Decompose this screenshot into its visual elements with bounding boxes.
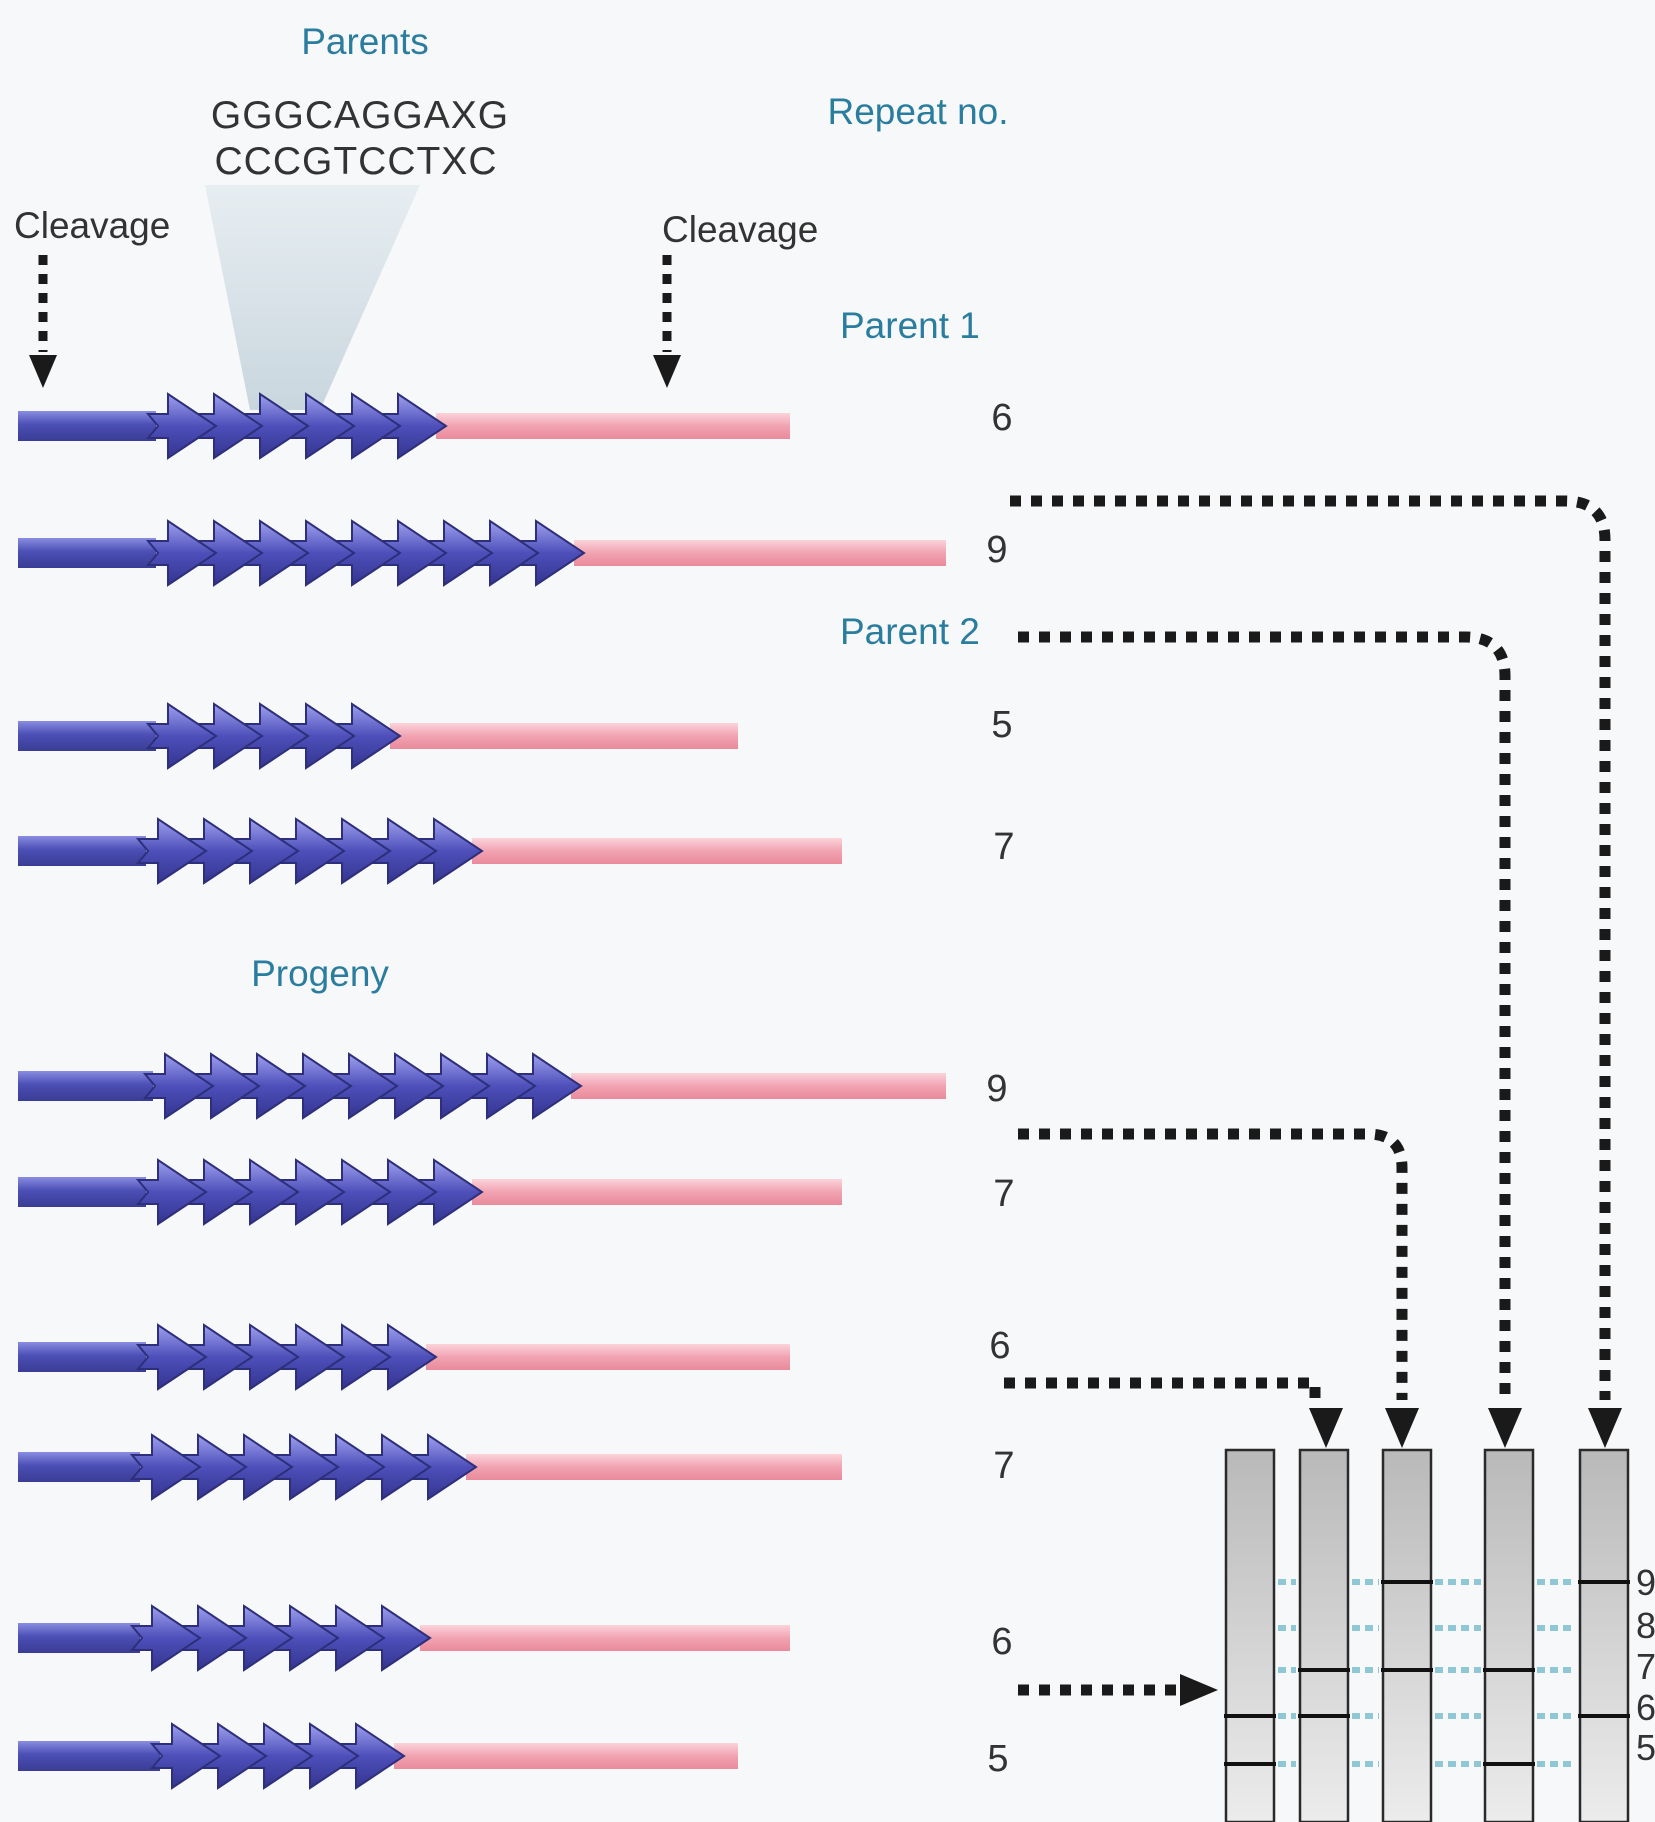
- right-flank: [390, 723, 738, 749]
- gel-size-label-6: 6: [1636, 1687, 1655, 1728]
- right-flank: [472, 838, 842, 864]
- gel-size-label-9: 9: [1636, 1562, 1655, 1603]
- cleavage-arrow-left: [29, 255, 57, 388]
- left-flank: [18, 1342, 146, 1372]
- parents-heading: Parents: [301, 21, 429, 62]
- repeat-label-progeny-1: 9: [986, 1068, 1007, 1110]
- repeat-label-parent1-b: 9: [986, 529, 1007, 571]
- dna-molecules: [18, 392, 946, 1790]
- lane-well: [1483, 1448, 1535, 1822]
- repeat-label-parent2-b: 7: [993, 826, 1014, 868]
- dna-molecule-progeny-6: [18, 1158, 842, 1226]
- repeat-unit-arrow: [142, 1052, 215, 1120]
- connector-parent1-to-lane5: [1010, 495, 1611, 1400]
- left-flank: [18, 1741, 160, 1771]
- gel-size-label-7: 7: [1636, 1646, 1655, 1687]
- gel-lane-1: [1224, 1448, 1276, 1822]
- arrowhead-lane4: [1488, 1408, 1522, 1448]
- repeat-unit-arrow: [135, 1323, 208, 1391]
- right-flank: [426, 1344, 790, 1370]
- repeat-unit-arrow: [135, 1158, 208, 1226]
- repeat-unit-arrow: [129, 1433, 202, 1501]
- gel-connector-arrowheads: [1180, 1408, 1622, 1706]
- gel-lane-2: [1298, 1448, 1350, 1822]
- dna-molecule-progeny-7: [18, 1323, 790, 1391]
- repeat-number-heading: Repeat no.: [827, 91, 1008, 132]
- progeny-heading: Progeny: [251, 953, 389, 994]
- dna-molecule-progeny-10: [18, 1722, 738, 1790]
- repeat-label-parent1-a: 6: [991, 397, 1012, 439]
- left-flank: [18, 538, 156, 568]
- dna-molecule-parent1-2: [18, 519, 946, 587]
- arrowhead-lane1: [1180, 1674, 1218, 1706]
- gel-electrophoresis: [1224, 1448, 1630, 1822]
- repeat-number-labels: 6 9 5 7 9 7 6 7 6 5: [986, 397, 1014, 1780]
- right-flank: [472, 1179, 842, 1205]
- gel-size-label-8: 8: [1636, 1605, 1655, 1646]
- gel-size-labels: 9 8 7 6 5: [1636, 1562, 1655, 1768]
- right-flank: [466, 1454, 842, 1480]
- left-flank: [18, 411, 156, 441]
- connector-parent2-to-lane4: [1018, 631, 1511, 1400]
- lane-well: [1578, 1448, 1630, 1822]
- gel-lane-3: [1381, 1448, 1433, 1822]
- repeat-unit-arrow: [145, 519, 218, 587]
- cleavage-arrow-right: [653, 255, 681, 388]
- left-flank: [18, 1177, 146, 1207]
- dna-molecule-progeny-9: [18, 1604, 790, 1672]
- arrowhead-lane2: [1309, 1408, 1343, 1448]
- dna-molecule-parent2-4: [18, 817, 842, 885]
- repeat-label-progeny-4: 7: [993, 1445, 1014, 1487]
- lane-well: [1224, 1448, 1276, 1822]
- repeat-unit-arrow: [145, 702, 218, 770]
- right-flank: [574, 540, 946, 566]
- parent-2-heading: Parent 2: [840, 611, 980, 652]
- repeat-label-progeny-3: 6: [989, 1325, 1010, 1367]
- left-flank: [18, 1071, 153, 1101]
- repeat-label-parent2-a: 5: [991, 704, 1012, 746]
- repeat-unit-arrow: [135, 817, 208, 885]
- cleavage-label-left: Cleavage: [14, 205, 170, 246]
- repeat-label-progeny-5: 6: [991, 1621, 1012, 1663]
- right-flank: [436, 413, 790, 439]
- arrowhead-lane5: [1588, 1408, 1622, 1448]
- gel-size-label-5: 5: [1636, 1727, 1655, 1768]
- parent-1-heading: Parent 1: [840, 305, 980, 346]
- sequence-zoom-cone: [205, 185, 420, 410]
- sequence-top-strand: GGGCAGGAXG: [211, 94, 509, 137]
- dna-molecule-parent1-1: [18, 392, 790, 460]
- gel-connectors: [1004, 495, 1611, 1696]
- right-flank: [571, 1073, 946, 1099]
- repeat-unit-arrow: [145, 392, 218, 460]
- right-flank: [420, 1625, 790, 1651]
- repeat-unit-arrow: [129, 1604, 202, 1672]
- dna-molecule-progeny-8: [18, 1433, 842, 1501]
- sequence-bottom-strand: CCCGTCCTXC: [215, 140, 498, 183]
- left-flank: [18, 721, 156, 751]
- lane-well: [1381, 1448, 1433, 1822]
- repeat-label-progeny-6: 5: [987, 1738, 1008, 1780]
- right-flank: [394, 1743, 738, 1769]
- dna-molecule-progeny-5: [18, 1052, 946, 1120]
- gel-lane-4: [1483, 1448, 1535, 1822]
- connector-progeny1-to-lane3: [1018, 1128, 1408, 1400]
- arrowhead-lane3: [1385, 1408, 1419, 1448]
- left-flank: [18, 1452, 140, 1482]
- connector-progeny2-to-lane2: [1004, 1377, 1321, 1400]
- gel-lane-5: [1578, 1448, 1630, 1822]
- left-flank: [18, 836, 146, 866]
- lane-well: [1298, 1448, 1350, 1822]
- dna-molecule-parent2-3: [18, 702, 738, 770]
- cleavage-label-right: Cleavage: [662, 209, 818, 250]
- repeat-unit-arrow: [149, 1722, 222, 1790]
- repeat-label-progeny-2: 7: [993, 1173, 1014, 1215]
- left-flank: [18, 1623, 140, 1653]
